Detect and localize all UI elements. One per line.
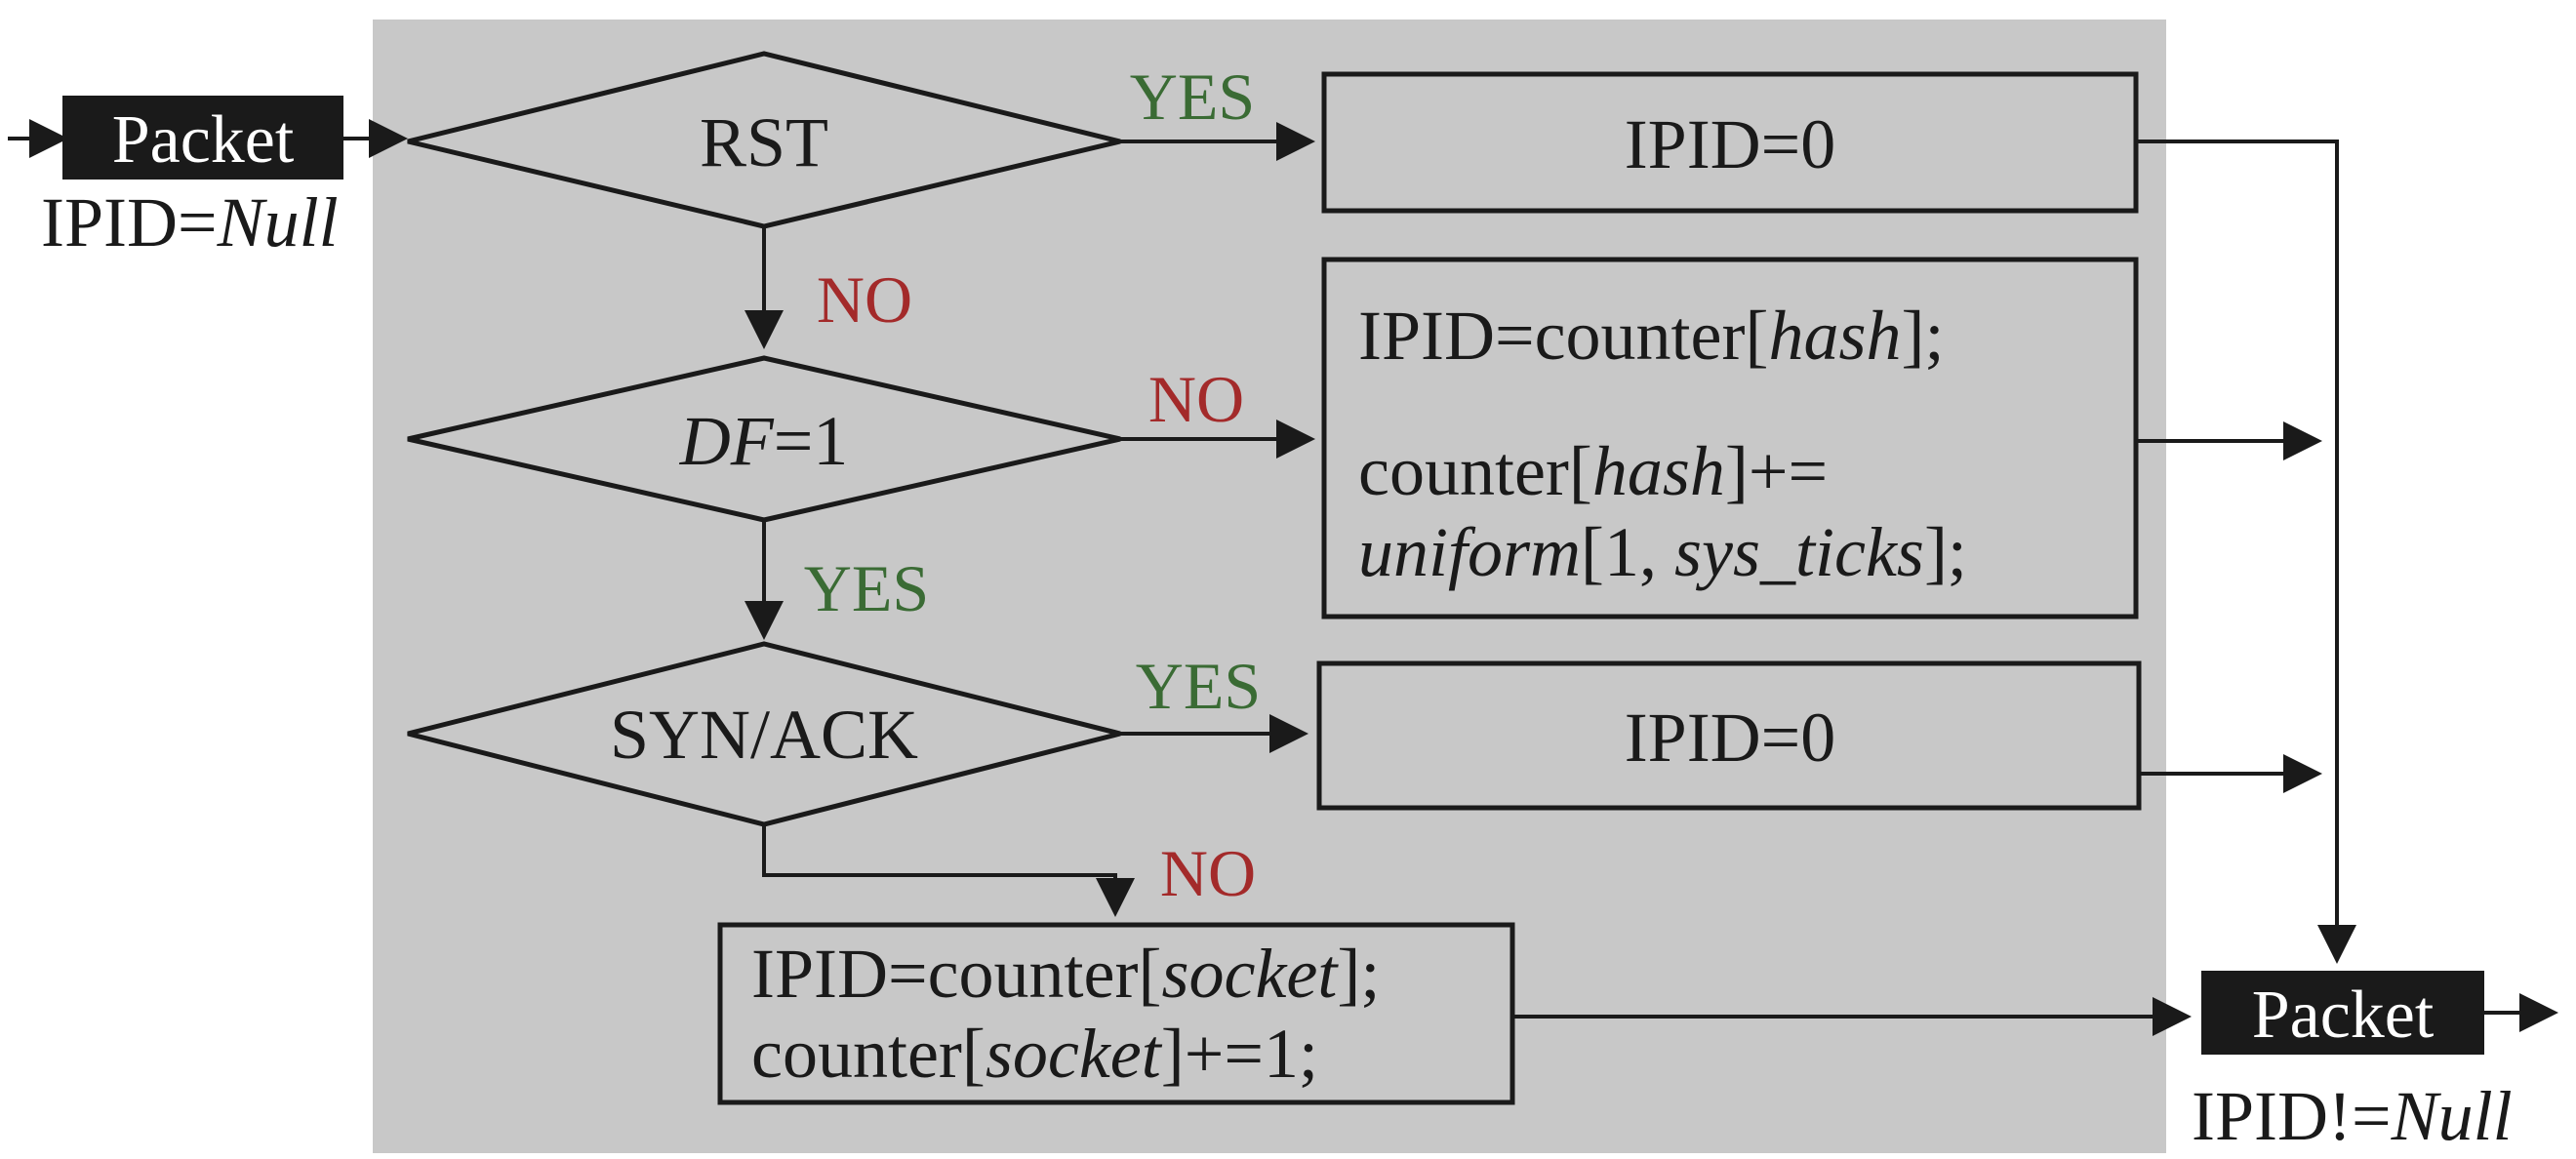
synack-ipid-box bbox=[1316, 660, 2142, 811]
hash-line-1: IPID=counter[hash]; bbox=[1358, 297, 1944, 375]
input-packet-note: IPID=Null bbox=[41, 183, 339, 261]
hash-line-1-c: ]; bbox=[1902, 297, 1945, 375]
rst-decision-label: RST bbox=[700, 103, 828, 181]
hash-line-1-a: IPID=counter[ bbox=[1358, 297, 1768, 375]
input-packet-box bbox=[62, 96, 343, 180]
df-label-rest: =1 bbox=[774, 402, 849, 480]
socket-line-1: IPID=counter[socket]; bbox=[751, 935, 1380, 1013]
synack-no-label: NO bbox=[1160, 836, 1256, 910]
rst-ipid-out-arrow bbox=[2136, 140, 2356, 964]
output-note-value: Null bbox=[2391, 1077, 2513, 1155]
output-note-prefix: IPID!= bbox=[2192, 1077, 2392, 1155]
hash-counter-box bbox=[1321, 257, 2139, 619]
df-no-label: NO bbox=[1148, 362, 1244, 436]
hash-line-3: uniform[1, sys_ticks]; bbox=[1358, 513, 1967, 591]
synack-yes-label: YES bbox=[1136, 649, 1261, 723]
socket-line-1-c: ]; bbox=[1337, 935, 1380, 1013]
hash-line-3-a: uniform bbox=[1358, 513, 1581, 591]
df-yes-label: YES bbox=[804, 551, 929, 625]
rst-ipid-box bbox=[1321, 71, 2139, 214]
hash-line-3-c: sys_ticks bbox=[1674, 513, 1924, 591]
hash-line-3-b: [1, bbox=[1581, 513, 1674, 591]
synack-decision-label: SYN/ACK bbox=[610, 696, 918, 774]
hash-line-1-b: hash bbox=[1768, 297, 1901, 375]
hash-line-2-b: hash bbox=[1592, 432, 1725, 510]
input-packet-label: Packet bbox=[112, 102, 295, 178]
socket-line-2: counter[socket]+=1; bbox=[751, 1015, 1318, 1093]
output-packet-label: Packet bbox=[2252, 978, 2435, 1053]
socket-line-1-b: socket bbox=[1161, 935, 1339, 1013]
synack-ipid-label: IPID=0 bbox=[1625, 699, 1836, 777]
socket-line-1-a: IPID=counter[ bbox=[751, 935, 1161, 1013]
synack-no-arrow bbox=[762, 824, 1135, 917]
hash-line-2: counter[hash]+= bbox=[1358, 432, 1828, 510]
df-decision-label: DF=1 bbox=[679, 402, 849, 480]
socket-counter-box bbox=[717, 922, 1515, 1105]
socket-line-2-b: socket bbox=[986, 1015, 1163, 1093]
rst-ipid-label: IPID=0 bbox=[1625, 105, 1836, 183]
output-packet-box bbox=[2201, 971, 2484, 1055]
hash-line-2-a: counter[ bbox=[1358, 432, 1592, 510]
rst-no-label: NO bbox=[817, 262, 912, 337]
df-label-italic: DF bbox=[679, 402, 775, 480]
hash-line-3-d: ]; bbox=[1924, 513, 1967, 591]
socket-line-2-c: ]+=1; bbox=[1161, 1015, 1318, 1093]
input-note-value: Null bbox=[217, 183, 339, 261]
hash-line-2-c: ]+= bbox=[1725, 432, 1828, 510]
socket-line-2-a: counter[ bbox=[751, 1015, 986, 1093]
input-note-prefix: IPID= bbox=[41, 183, 218, 261]
output-packet-note: IPID!=Null bbox=[2192, 1077, 2513, 1155]
rst-yes-label: YES bbox=[1130, 60, 1255, 134]
